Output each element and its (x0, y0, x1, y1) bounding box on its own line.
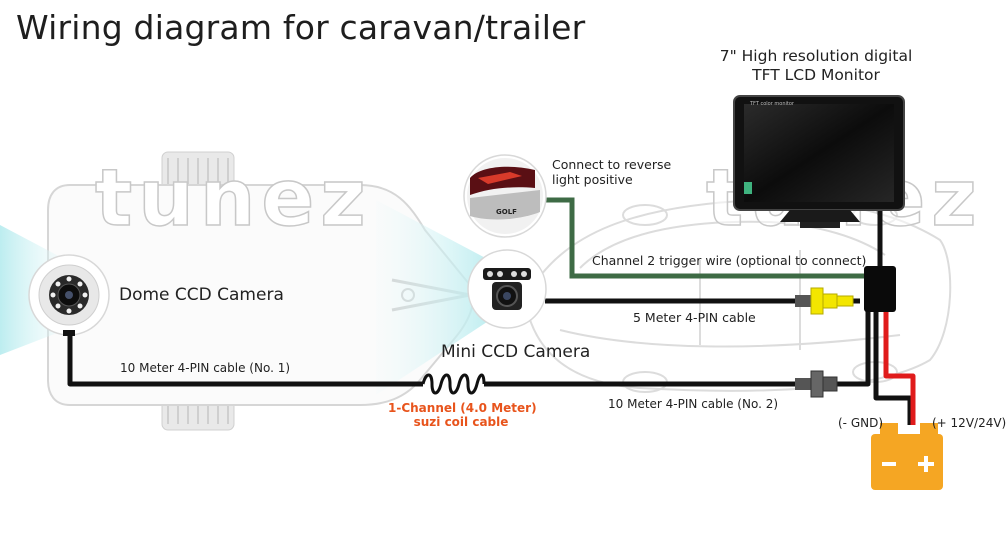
ten-meter-cable-1-label: 10 Meter 4-PIN cable (No. 1) (120, 361, 291, 375)
coil-cable-label-line1: 1-Channel (4.0 Meter) (388, 401, 537, 415)
monitor-label: 7" High resolution digital TFT LCD Monit… (706, 47, 926, 85)
mini-camera-icon (467, 249, 547, 329)
dome-camera-label: Dome CCD Camera (119, 285, 284, 305)
reverse-light-label-line2: light positive (552, 172, 633, 187)
coil-cable-label-line2: suzi coil cable (413, 415, 509, 429)
battery-positive-label: (+ 12V/24V) (932, 416, 1006, 430)
power-wire (883, 310, 916, 425)
cable-10m-no1 (67, 335, 423, 387)
channel2-trigger-wire (540, 197, 865, 279)
dome-camera-icon (28, 254, 110, 336)
mini-camera-beam (376, 200, 493, 395)
five-meter-cable-label: 5 Meter 4-PIN cable (633, 310, 756, 325)
monitor-label-line2: TFT LCD Monitor (752, 66, 880, 84)
reverse-light-label: Connect to reverse light positive (552, 157, 671, 187)
monitor-icon (733, 95, 905, 228)
channel2-wire-label: Channel 2 trigger wire (optional to conn… (592, 253, 867, 268)
ten-meter-cable-2-label: 10 Meter 4-PIN cable (No. 2) (608, 397, 779, 411)
ground-wire (873, 310, 913, 425)
reverse-light-icon: GOLF (463, 154, 547, 238)
monitor-label-line1: 7" High resolution digital (719, 47, 913, 65)
cable-hub-to-connector-lower (830, 310, 871, 387)
suzi-coil-icon (421, 373, 486, 395)
yellow-connector (795, 287, 854, 315)
golf-badge: GOLF (496, 208, 517, 216)
cables (67, 210, 913, 425)
mini-camera-label: Mini CCD Camera (441, 342, 591, 362)
reverse-light-label-line1: Connect to reverse (552, 157, 672, 172)
grey-connector (795, 370, 838, 398)
trailer-outline (47, 151, 475, 431)
battery-icon (871, 423, 943, 490)
junction-box (864, 266, 896, 312)
page-title: Wiring diagram for caravan/trailer (16, 8, 586, 47)
monitor-screen-text: TFT color monitor (750, 101, 794, 107)
coil-cable-label: 1-Channel (4.0 Meter) suzi coil cable (388, 401, 537, 429)
watermark-left: tunez (95, 154, 372, 244)
battery-gnd-label: (- GND) (838, 416, 884, 430)
